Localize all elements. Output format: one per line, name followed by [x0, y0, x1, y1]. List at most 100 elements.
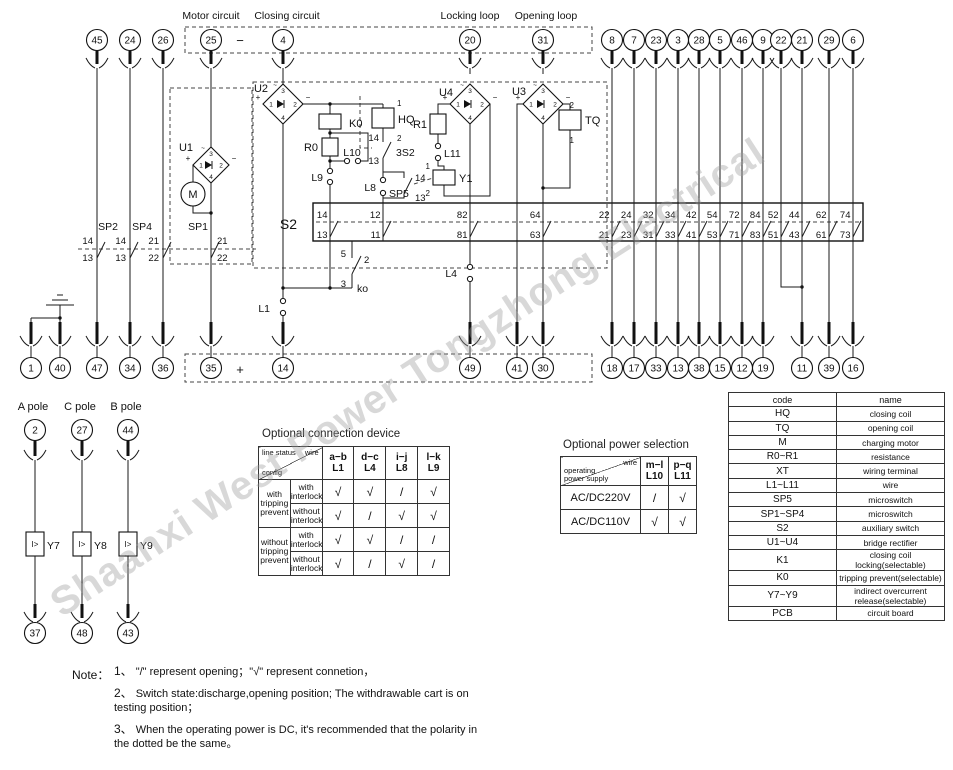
diagram-text: 74	[840, 210, 851, 221]
minus-sign: −	[236, 33, 244, 48]
interlock-label: with interlock	[289, 479, 323, 504]
wire	[666, 57, 677, 69]
r0-label: R0	[304, 142, 318, 154]
wire	[19, 335, 30, 347]
diagram-text: 33	[665, 230, 676, 241]
wire	[85, 57, 96, 69]
3s2-contact-14: 14	[368, 133, 379, 144]
legend-code: S2	[728, 520, 837, 536]
mark-cell: /	[417, 527, 450, 552]
diagram-text: 2	[553, 102, 557, 109]
legend-code: SP1~SP4	[728, 506, 837, 522]
diagram-text: 39	[823, 364, 835, 375]
y1-coil-box	[432, 169, 456, 186]
terminal-41: 41	[505, 356, 529, 380]
wire	[790, 335, 801, 347]
wire	[151, 335, 162, 347]
wire	[48, 335, 59, 347]
wire	[687, 335, 698, 347]
diagram-text: L9	[311, 172, 323, 184]
diagram-text: 19	[757, 364, 769, 375]
terminal-7: 7	[622, 28, 646, 52]
diagram-text: 1	[28, 364, 34, 375]
wire	[721, 335, 732, 347]
connection-table-row: without interlock√/√√	[259, 503, 450, 528]
terminal-17: 17	[622, 356, 646, 380]
diagram-text: 5	[717, 36, 723, 47]
interlock-label: with interlock	[289, 527, 323, 552]
row-group-label: without tripping prevent	[258, 527, 291, 576]
terminal-19: 19	[751, 356, 775, 380]
diagram-text: 83	[750, 230, 761, 241]
terminal-13: 13	[666, 356, 690, 380]
legend-name: resistance	[836, 449, 945, 465]
wire	[730, 57, 741, 69]
diagram-text: L1	[258, 303, 270, 315]
wire	[458, 57, 469, 69]
wire-link-L10: L10	[343, 147, 362, 165]
s2-contact-84-83: 84 83	[750, 203, 772, 241]
wire	[600, 57, 611, 69]
legend-name: circuit board	[836, 605, 945, 621]
legend-header: code	[728, 391, 837, 408]
wire	[622, 57, 633, 69]
legend-name: opening coil	[836, 420, 945, 436]
terminal-35: 35	[199, 356, 223, 380]
wire	[687, 57, 698, 69]
connection-table-corner: line status wire config	[258, 446, 323, 480]
wire	[769, 57, 780, 69]
sp2-label: SP2	[98, 221, 118, 233]
sp5-contact-14: 14	[415, 173, 426, 184]
diagram-text: 84	[750, 210, 761, 221]
wire	[458, 335, 469, 347]
power-table-row: AC/DC110V√√	[560, 509, 697, 534]
diagram-text: 26	[157, 36, 169, 47]
terminal-4: 4	[271, 28, 295, 52]
sp5-label: SP5	[389, 188, 409, 200]
wire	[32, 335, 43, 347]
diagram-text: 9	[760, 36, 766, 47]
tq-pin1: 1	[570, 136, 575, 145]
wire	[164, 57, 175, 69]
ground-symbol	[46, 294, 74, 318]
top-terminal-box	[184, 26, 593, 54]
diagram-text: 2	[219, 163, 223, 170]
loop-label: Opening loop	[515, 10, 578, 22]
legend-code: Y7~Y9	[728, 584, 837, 607]
notes: Note： 1、"/" represent opening；"√" repres…	[72, 664, 482, 758]
diagram-text: 22	[148, 253, 159, 264]
diagram-text: 4	[280, 36, 286, 47]
mark-cell: √	[353, 527, 387, 552]
component-boxes	[180, 107, 582, 207]
terminal-11: 11	[790, 356, 814, 380]
legend-code: PCB	[728, 605, 837, 621]
diagram-text: 49	[464, 364, 476, 375]
ko-label: ko	[357, 283, 368, 295]
diagram-text: 35	[205, 364, 217, 375]
loop-label: Locking loop	[441, 10, 500, 22]
diagram-text: I>	[32, 540, 39, 549]
wire	[600, 335, 611, 347]
wire	[751, 335, 762, 347]
hq-coil-box	[371, 107, 395, 129]
diagram-text: 41	[511, 364, 523, 375]
ko-pin3: 3	[341, 279, 346, 290]
terminal-31: 31	[531, 28, 555, 52]
sp4-label: SP4	[132, 221, 152, 233]
hq-pin1: 1	[397, 99, 402, 108]
wire	[803, 57, 814, 69]
wire	[700, 57, 711, 69]
diagram-text: 1	[269, 102, 273, 109]
